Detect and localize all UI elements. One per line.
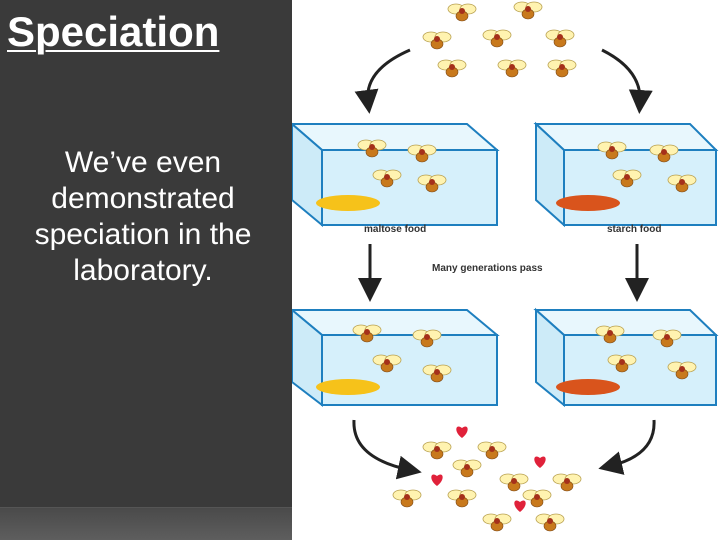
split-arrow-left bbox=[354, 48, 411, 114]
merge-arrow-right bbox=[598, 419, 656, 475]
diagram-svg: maltose food starch food Many generation… bbox=[292, 1, 719, 532]
maltose-food-dish-lower bbox=[316, 379, 380, 395]
speciation-diagram: maltose food starch food Many generation… bbox=[292, 0, 720, 540]
slide-body-text: We’ve even demonstrated speciation in th… bbox=[34, 146, 252, 287]
bottom-mixed-population bbox=[392, 426, 582, 532]
split-arrow-right bbox=[601, 48, 653, 114]
generations-label: Many generations pass bbox=[432, 263, 543, 274]
top-fly-population bbox=[422, 1, 577, 78]
tank-lower-left bbox=[292, 308, 500, 408]
tank-upper-left bbox=[292, 122, 500, 228]
maltose-food-label: maltose food bbox=[364, 224, 426, 235]
starch-food-label: starch food bbox=[607, 224, 661, 235]
maltose-food-dish-upper bbox=[316, 195, 380, 211]
starch-food-dish-lower bbox=[556, 379, 620, 395]
slide-title: Speciation bbox=[7, 8, 220, 55]
merge-arrow-left bbox=[352, 419, 422, 480]
text-panel: Speciation We’ve even demonstrated speci… bbox=[0, 0, 292, 540]
tank-upper-right bbox=[533, 121, 719, 228]
starch-food-dish-upper bbox=[556, 195, 620, 211]
tank-lower-right bbox=[533, 307, 719, 408]
